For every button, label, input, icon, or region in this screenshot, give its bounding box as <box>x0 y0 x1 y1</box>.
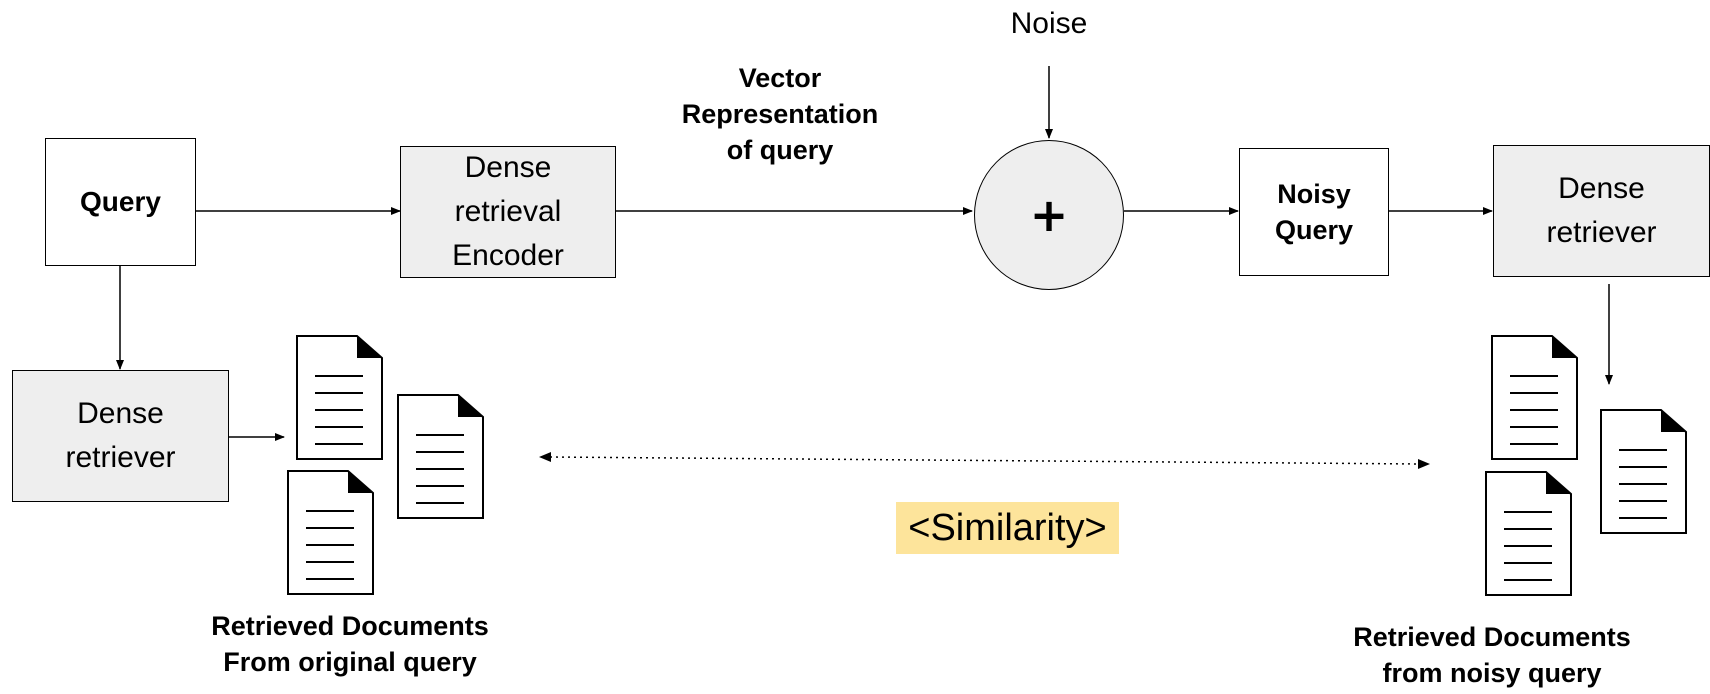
plus-icon: + <box>1029 188 1069 242</box>
vector-representation-label: Vector Representation of query <box>640 60 920 168</box>
document-icon <box>1485 471 1572 596</box>
dense-retriever-left-node: Dense retriever <box>12 370 229 502</box>
similarity-arrowhead-left <box>539 452 551 462</box>
dense-retriever-right-node: Dense retriever <box>1493 145 1710 277</box>
document-icon <box>296 335 383 460</box>
retrieved-original-line-2: From original query <box>223 647 477 677</box>
vector-rep-line-1: Vector <box>738 63 822 93</box>
addition-node: + <box>974 140 1124 290</box>
noise-label: Noise <box>979 2 1119 46</box>
dense-retriever-left-line-2: retriever <box>65 441 176 474</box>
dense-retriever-right-line-1: Dense <box>1558 172 1645 205</box>
similarity-arrowhead-right <box>1418 459 1430 469</box>
dense-retriever-right-line-2: retriever <box>1546 216 1657 249</box>
document-icon <box>1600 409 1687 534</box>
retrieved-original-label: Retrieved Documents From original query <box>150 608 550 680</box>
similarity-label: <Similarity> <box>896 502 1119 554</box>
noisy-query-line-1: Noisy <box>1277 179 1351 209</box>
retrieved-noisy-line-2: from noisy query <box>1382 658 1602 688</box>
vector-rep-line-2: Representation <box>681 99 879 129</box>
retrieved-noisy-label: Retrieved Documents from noisy query <box>1292 619 1692 691</box>
similarity-dotted-arrow <box>549 456 1421 465</box>
retrieved-noisy-line-1: Retrieved Documents <box>1353 622 1631 652</box>
dense-retriever-left-line-1: Dense <box>77 397 164 430</box>
document-icon <box>287 470 374 595</box>
vector-rep-line-3: of query <box>726 135 834 165</box>
document-icon <box>1491 335 1578 460</box>
noisy-query-line-2: Query <box>1274 215 1354 245</box>
encoder-label-line-1: Dense <box>464 151 552 184</box>
query-label: Query <box>80 186 161 217</box>
noise-text: Noise <box>1010 7 1088 40</box>
encoder-label-line-2: retrieval <box>454 195 562 228</box>
retrieved-original-line-1: Retrieved Documents <box>211 611 489 641</box>
query-node: Query <box>45 138 196 266</box>
encoder-label-line-3: Encoder <box>452 239 564 272</box>
dense-retrieval-encoder-node: Dense retrieval Encoder <box>400 146 616 278</box>
noisy-query-node: Noisy Query <box>1239 148 1389 276</box>
document-icon <box>397 394 484 519</box>
